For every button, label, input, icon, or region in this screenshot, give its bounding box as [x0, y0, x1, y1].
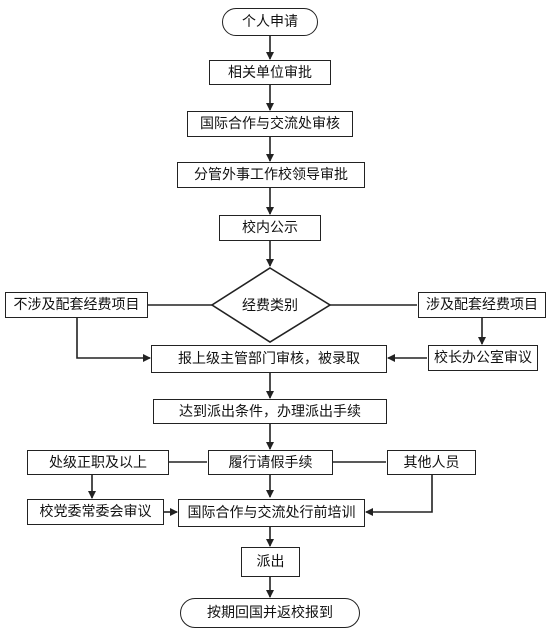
step-leader-approval: 分管外事工作校领导审批	[177, 162, 365, 188]
step-dispatch-procedures: 达到派出条件，办理派出手续	[153, 399, 387, 424]
end-node: 按期回国并返校报到	[180, 598, 360, 628]
arrow-left-branch-to-step5	[76, 318, 151, 362]
arrow-rightgroup-to-training	[365, 475, 433, 516]
decision-label: 经费类别	[242, 298, 298, 314]
step-international-office-review: 国际合作与交流处审核	[187, 111, 353, 137]
step-leave-procedures: 履行请假手续	[208, 450, 333, 475]
decision-diamond	[210, 267, 332, 343]
party-committee-review: 校党委常委会审议	[27, 499, 164, 525]
step-public-notice: 校内公示	[219, 215, 321, 241]
start-node: 个人申请	[222, 8, 318, 36]
step-superior-review: 报上级主管部门审核，被录取	[151, 345, 387, 373]
group-senior-officials: 处级正职及以上	[27, 450, 169, 475]
step-pre-departure-training: 国际合作与交流处行前培训	[178, 499, 365, 527]
right-branch-with-funding: 涉及配套经费项目	[418, 292, 546, 318]
president-office-review: 校长办公室审议	[428, 345, 538, 371]
step-unit-approval: 相关单位审批	[209, 60, 331, 85]
group-other-staff: 其他人员	[387, 450, 476, 475]
step-dispatch: 派出	[241, 547, 300, 577]
left-branch-no-funding: 不涉及配套经费项目	[5, 292, 148, 318]
